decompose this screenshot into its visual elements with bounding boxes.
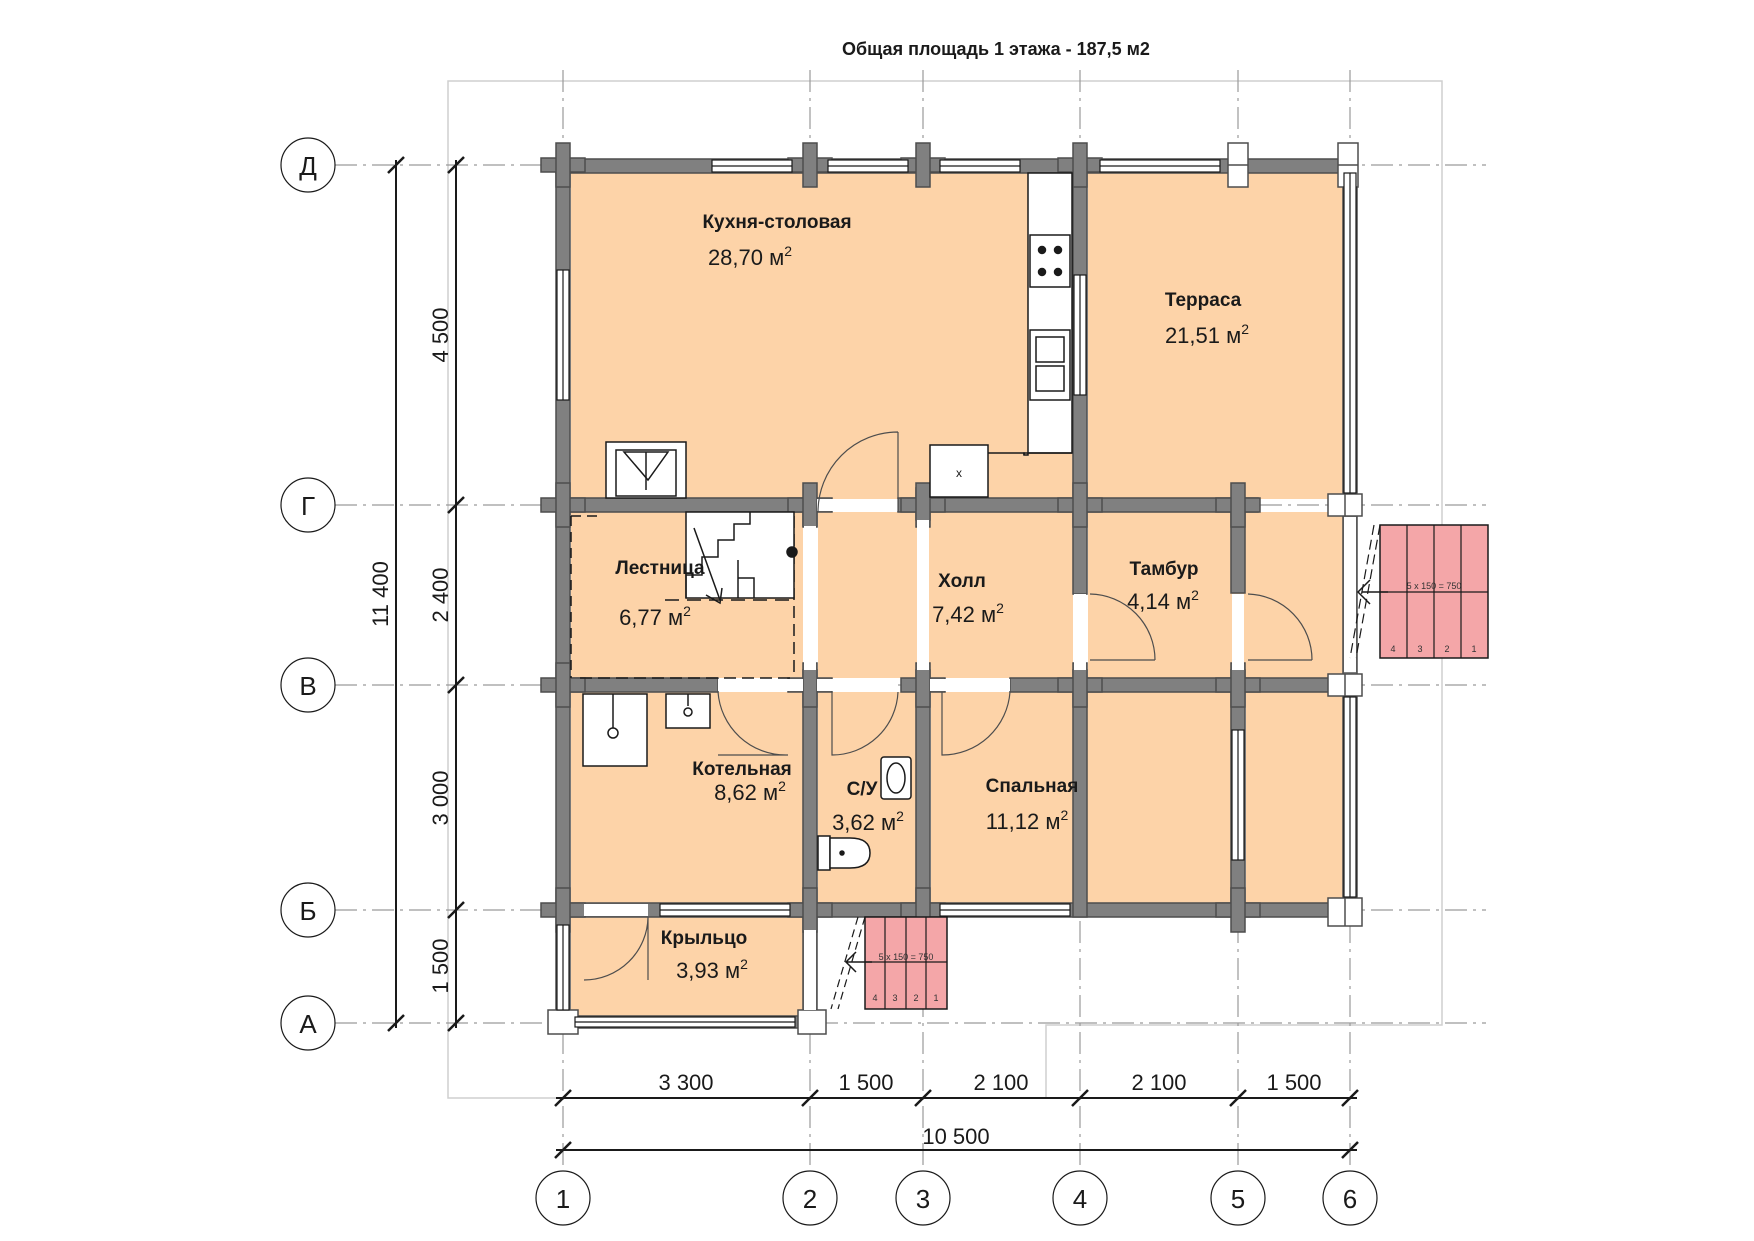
- axis-row-a: [280, 995, 336, 1051]
- horizontal-dimensions: [554, 1089, 1359, 1159]
- axis-row-b: [280, 882, 336, 938]
- boiler-unit-icon: [929, 444, 989, 498]
- axis-row-d: [280, 137, 336, 193]
- dim-h-1: 3 300: [658, 1070, 713, 1095]
- axis-col-5: [1210, 1170, 1266, 1226]
- porch-fill: [571, 917, 803, 1016]
- wc-fixtures: [817, 756, 912, 871]
- terrace-step-4: 4: [1390, 644, 1395, 654]
- room-area-bedroom: 11,12 м2: [986, 807, 1069, 834]
- door-gaps: [584, 499, 1356, 1010]
- door-hall-vestibule: [1089, 593, 1156, 661]
- east-strip-fill: [1246, 692, 1343, 903]
- hall-fill: [818, 512, 1073, 678]
- door-kitchen: [817, 431, 899, 513]
- axis-col-4-label: 4: [1073, 1184, 1087, 1214]
- room-name-terrace: Терраса: [1165, 290, 1242, 311]
- room-area-hall: 7,42 м2: [932, 600, 1004, 627]
- room-area-stairs: 6,77 м2: [619, 603, 691, 630]
- terrace-stair-note: 5 x 150 = 750: [1407, 581, 1462, 591]
- dim-v-4: 1 500: [428, 938, 453, 993]
- toilet-icon: [817, 835, 831, 871]
- porch-stair-note: 5 x 150 = 750: [879, 952, 934, 962]
- room-area-porch: 3,93 м2: [676, 956, 748, 983]
- axis-row-g: [280, 477, 336, 533]
- dim-h-total: 10 500: [922, 1124, 989, 1149]
- dim-v-total: 11 400: [368, 561, 393, 627]
- vertical-dimensions: [387, 156, 465, 1032]
- axis-col-3: [895, 1170, 951, 1226]
- axis-row-a-label: А: [299, 1009, 317, 1039]
- terrace-fill: [1088, 172, 1343, 499]
- dim-v-2: 2 400: [428, 567, 453, 622]
- axis-col-6-label: 6: [1343, 1184, 1357, 1214]
- room-area-boiler: 8,62 м2: [714, 778, 786, 805]
- terrace-stair: 5 x 150 = 750 4 3 2 1: [1349, 524, 1489, 659]
- axis-col-2-label: 2: [803, 1184, 817, 1214]
- boiler-room-fixtures: [582, 693, 711, 767]
- axis-col-6: [1322, 1170, 1378, 1226]
- axis-col-1: [535, 1170, 591, 1226]
- room-name-boiler: Котельная: [692, 759, 791, 780]
- porch-step-2: 2: [913, 993, 918, 1003]
- vestibule-fill: [1088, 512, 1343, 678]
- boiler-unit-mark: x: [956, 466, 962, 480]
- porch-stair: 5 x 150 = 750 4 3 2 1: [830, 916, 948, 1010]
- door-wc: [831, 691, 899, 756]
- room-labels: Кухня-столовая 28,70 м2 Терраса 21,51 м2…: [615, 212, 1249, 983]
- fireplace-icon: [605, 441, 687, 499]
- room-name-hall: Холл: [938, 571, 986, 592]
- axis-col-4: [1052, 1170, 1108, 1226]
- stove-icon: [1029, 234, 1071, 288]
- plan-title: Общая площадь 1 этажа - 187,5 м2: [842, 39, 1150, 59]
- terrace-step-1: 1: [1471, 644, 1476, 654]
- axis-col-1-label: 1: [556, 1184, 570, 1214]
- dim-v-1: 4 500: [428, 307, 453, 362]
- site-border: [447, 80, 1443, 1099]
- dim-v-3: 3 000: [428, 770, 453, 825]
- axis-row-d-label: Д: [299, 151, 317, 181]
- column-axis-markers: [535, 1170, 1378, 1226]
- room-area-vestibule: 4,14 м2: [1127, 587, 1199, 614]
- axis-col-5-label: 5: [1231, 1184, 1245, 1214]
- dim-h-2: 1 500: [838, 1070, 893, 1095]
- windows: [556, 159, 1357, 1028]
- dim-h-5: 1 500: [1266, 1070, 1321, 1095]
- porch-step-1: 1: [933, 993, 938, 1003]
- room-name-wc: С/У: [847, 779, 878, 800]
- porch-step-4: 4: [872, 993, 877, 1003]
- row-axis-markers: [280, 137, 336, 1051]
- room-name-stairs: Лестница: [615, 558, 705, 579]
- interior-stair: [570, 511, 798, 679]
- axis-row-g-label: Г: [301, 491, 315, 521]
- axis-col-2: [782, 1170, 838, 1226]
- door-swings: [583, 431, 1313, 981]
- room-area-kitchen: 28,70 м2: [708, 243, 792, 270]
- door-vestibule-terrace: [1247, 593, 1313, 661]
- dim-h-4: 2 100: [1131, 1070, 1186, 1095]
- axis-row-v-label: В: [299, 671, 316, 701]
- axis-row-b-label: Б: [299, 896, 316, 926]
- room-name-bedroom: Спальная: [986, 776, 1079, 797]
- room-name-porch: Крыльцо: [661, 928, 747, 949]
- axis-row-v: [280, 657, 336, 713]
- kitchen-counter: [1027, 172, 1073, 454]
- door-porch: [583, 916, 649, 981]
- door-bedroom: [941, 691, 1011, 756]
- door-boiler: [717, 691, 788, 756]
- terrace-step-3: 3: [1417, 644, 1422, 654]
- kitchen-fixtures: x: [929, 172, 1073, 498]
- terrace-step-2: 2: [1444, 644, 1449, 654]
- room-name-kitchen: Кухня-столовая: [702, 212, 851, 233]
- room-area-terrace: 21,51 м2: [1165, 321, 1249, 348]
- porch-step-3: 3: [892, 993, 897, 1003]
- axis-col-3-label: 3: [916, 1184, 930, 1214]
- dim-h-3: 2 100: [973, 1070, 1028, 1095]
- room-name-vestibule: Тамбур: [1130, 559, 1199, 580]
- room-area-wc: 3,62 м2: [832, 808, 904, 835]
